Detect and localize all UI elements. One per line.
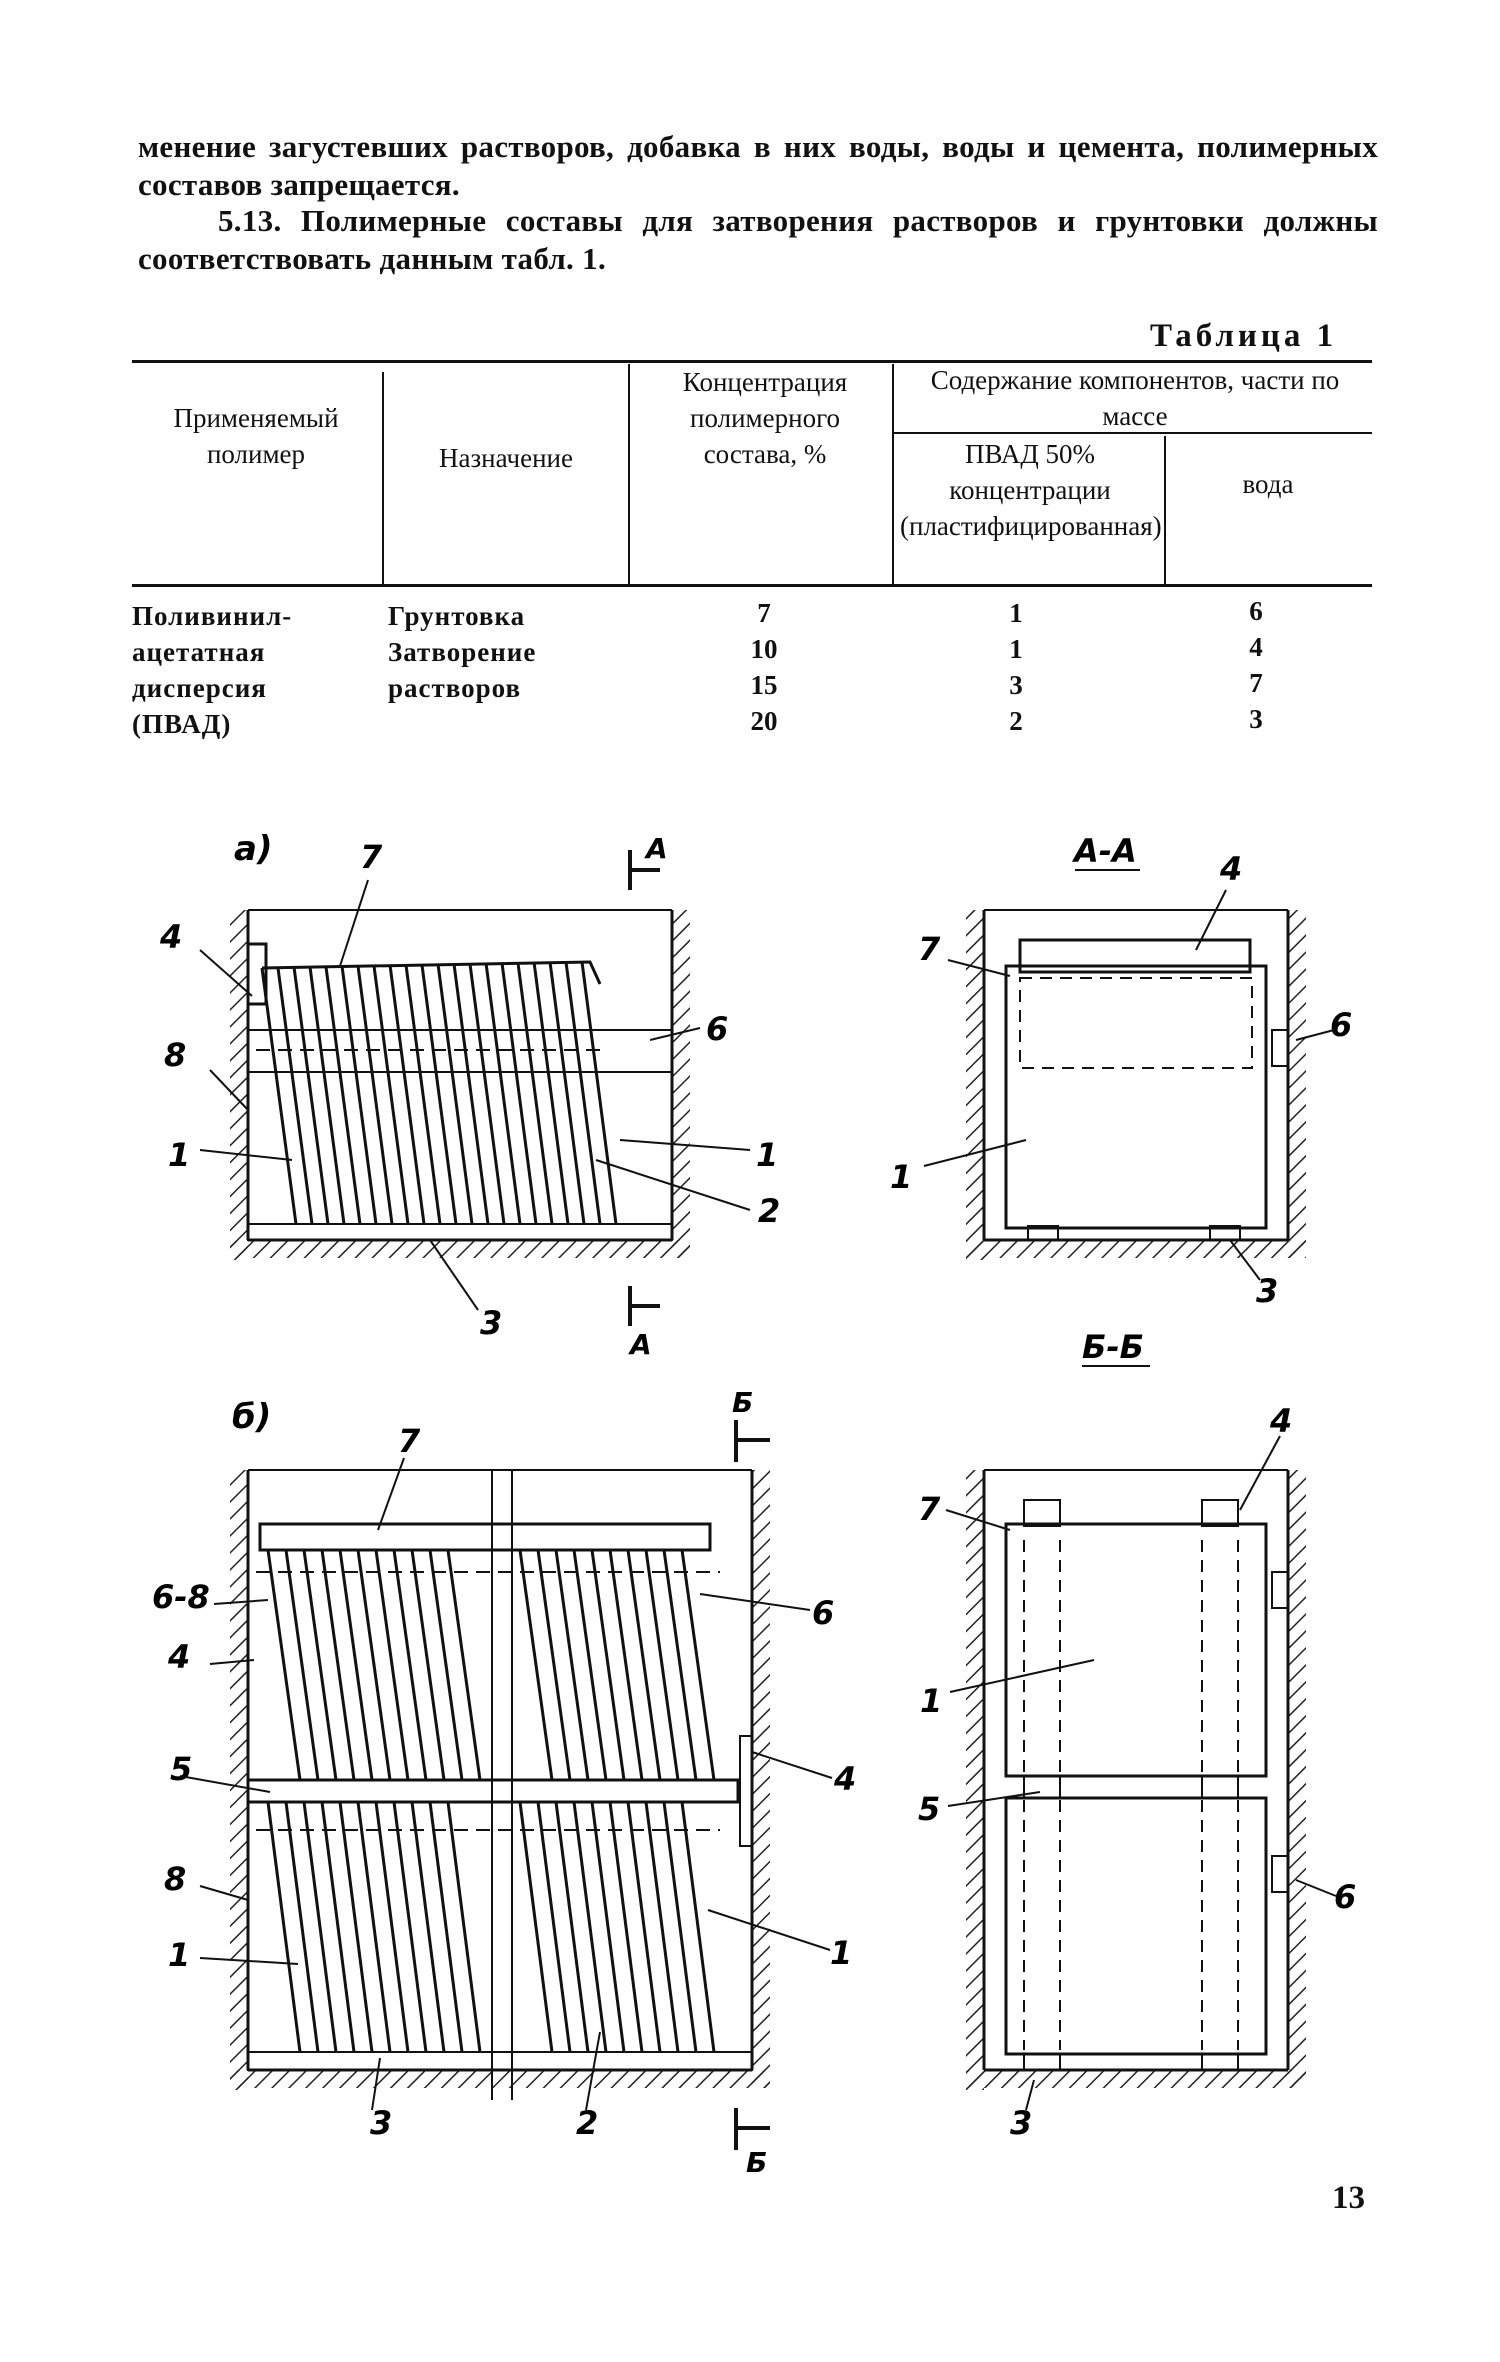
polymer-line-1: Поливинил-	[132, 601, 293, 631]
polymer-line-4: (ПВАД)	[132, 709, 232, 739]
label-fig-b: б)	[232, 1397, 271, 1437]
header-polymer: Применяемый полимер	[173, 403, 339, 469]
row1-pvad: 1	[1009, 598, 1023, 628]
callout-b-3: 3	[370, 2104, 392, 2142]
callout-bb-7: 7	[918, 1490, 941, 1528]
callout-aa-1: 1	[890, 1158, 912, 1196]
page-number: 13	[1332, 2180, 1365, 2216]
callout-bb-4: 4	[1269, 1402, 1292, 1440]
callout-aa-3: 3	[1256, 1272, 1278, 1310]
table-caption: Таблица 1	[1150, 318, 1338, 354]
header-purpose: Назначение	[439, 443, 573, 473]
table-col-divider-2	[628, 364, 630, 584]
callout-b-1-right: 1	[830, 1934, 852, 1972]
callout-bb-6: 6	[1334, 1878, 1356, 1916]
callout-a-2: 2	[758, 1192, 780, 1230]
callout-b-4-right: 4	[833, 1760, 856, 1798]
callout-b-8: 8	[164, 1860, 186, 1898]
cell-polymer: Поливинил- ацетатная дисперсия (ПВАД)	[132, 598, 382, 742]
row2-water: 4	[1249, 632, 1263, 662]
table-col-divider-3	[892, 364, 894, 584]
header-content-group: Содержание компонентов, части по массе	[930, 365, 1340, 431]
cut-mark-a-top: А	[644, 832, 668, 865]
row3-water: 7	[1249, 668, 1263, 698]
section-bb-view	[945, 1365, 1337, 2111]
callout-aa-6: 6	[1330, 1006, 1352, 1044]
section-aa-view	[923, 869, 1335, 1281]
table-col-divider-1	[382, 372, 384, 584]
table-subheader-rule	[892, 432, 1372, 434]
callout-bb-3: 3	[1010, 2104, 1032, 2142]
row4-concentration: 20	[750, 706, 778, 736]
callout-aa-4: 4	[1219, 850, 1242, 888]
polymer-line-3: дисперсия	[132, 673, 267, 703]
callout-a-1-right: 1	[756, 1136, 778, 1174]
row1-water: 6	[1249, 596, 1263, 626]
row4-pvad: 2	[1009, 706, 1023, 736]
figure-a-stack	[199, 850, 751, 1326]
cut-mark-b-bottom: Б	[746, 2146, 767, 2179]
purpose-line-2: Затворение	[388, 637, 537, 667]
callout-a-7: 7	[360, 838, 383, 876]
section-bb-title: Б-Б	[1082, 1328, 1144, 1366]
callout-bb-1: 1	[920, 1682, 942, 1720]
table-top-rule	[132, 360, 1372, 363]
callout-b-1-left: 1	[168, 1936, 190, 1974]
row1-concentration: 7	[757, 598, 771, 628]
label-fig-a: а)	[234, 829, 272, 869]
callout-b-6-8: 6-8	[152, 1578, 210, 1616]
callout-aa-7: 7	[918, 930, 941, 968]
cut-mark-b-top: Б	[732, 1386, 753, 1419]
row3-pvad: 3	[1009, 670, 1023, 700]
purpose-line-3: растворов	[388, 673, 522, 703]
header-water: вода	[1242, 469, 1294, 499]
callout-b-6-right: 6	[812, 1594, 834, 1632]
header-pvad: ПВАД 50% концентрации (пластифицированна…	[900, 439, 1162, 541]
paragraph-5-13: 5.13. Полимерные составы для затворения …	[138, 203, 1378, 276]
purpose-line-1: Грунтовка	[388, 601, 526, 631]
callout-bb-5: 5	[918, 1790, 940, 1828]
polymer-line-2: ацетатная	[132, 637, 266, 667]
cell-purpose: Грунтовка Затворение растворов	[388, 598, 628, 706]
row4-water: 3	[1249, 704, 1263, 734]
callout-a-8: 8	[164, 1036, 186, 1074]
paragraph-continuation: менение загустевших растворов, добавка в…	[138, 129, 1378, 202]
header-concentration: Концентрация полимерного состава, %	[682, 367, 848, 469]
callout-b-2: 2	[576, 2104, 598, 2142]
table-header-bottom-rule	[132, 584, 1372, 587]
callout-a-3: 3	[480, 1304, 502, 1342]
callout-a-6: 6	[706, 1010, 728, 1048]
callout-b-5: 5	[170, 1750, 192, 1788]
table-col-divider-4	[1164, 436, 1166, 584]
section-aa-title: А-А	[1071, 832, 1137, 870]
callout-a-4: 4	[159, 918, 182, 956]
row2-pvad: 1	[1009, 634, 1023, 664]
callout-b-4-left: 4	[167, 1638, 190, 1676]
row2-concentration: 10	[750, 634, 778, 664]
row3-concentration: 15	[750, 670, 778, 700]
callout-a-1-left: 1	[168, 1136, 190, 1174]
figure-b-stack	[179, 1420, 833, 2150]
cut-mark-a-bottom: А	[628, 1328, 652, 1361]
callout-b-7: 7	[398, 1422, 421, 1460]
